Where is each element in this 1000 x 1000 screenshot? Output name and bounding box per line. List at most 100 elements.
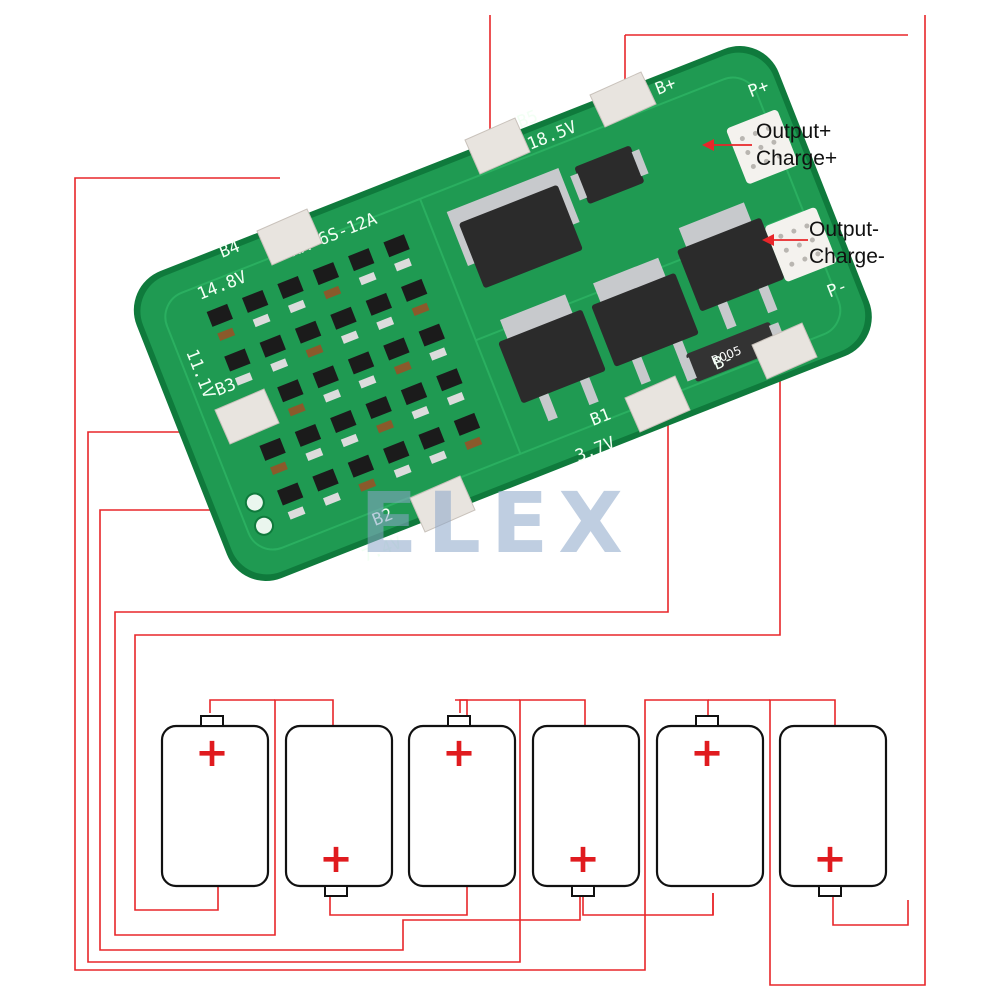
battery-terminal bbox=[447, 715, 471, 727]
watermark: ELEX bbox=[360, 474, 633, 572]
smd-resistor bbox=[305, 447, 324, 462]
battery-cell-5: + bbox=[655, 715, 765, 888]
smd-chip bbox=[383, 234, 410, 258]
battery-terminal bbox=[200, 715, 224, 727]
smd-resistor bbox=[323, 285, 342, 300]
smd-chip bbox=[330, 410, 357, 433]
positive-sign: + bbox=[319, 836, 353, 882]
smd-resistor bbox=[446, 392, 465, 406]
smd-chip bbox=[224, 348, 251, 372]
mosfet-2 bbox=[498, 294, 606, 422]
wire-link-4 bbox=[582, 893, 714, 916]
smd-resistor bbox=[394, 258, 412, 272]
callout-positive: Output+ Charge+ bbox=[702, 120, 837, 170]
battery-terminal bbox=[324, 885, 348, 897]
smd-resistor bbox=[393, 361, 412, 375]
smd-resistor bbox=[358, 375, 377, 389]
wire-b5-bottom bbox=[832, 893, 909, 926]
smd-resistor bbox=[323, 389, 342, 403]
smd-chip bbox=[418, 323, 445, 347]
positive-sign: + bbox=[690, 730, 724, 776]
positive-sign: + bbox=[566, 836, 600, 882]
smd-resistor bbox=[411, 302, 430, 317]
smd-resistor bbox=[305, 344, 324, 358]
smd-chip bbox=[383, 337, 410, 361]
smd-chip bbox=[259, 437, 286, 461]
wire-bminus bbox=[134, 350, 781, 911]
smd-chip bbox=[418, 426, 445, 450]
battery-cell-6: + bbox=[778, 724, 888, 897]
battery-terminal bbox=[818, 885, 842, 897]
smd-components bbox=[206, 234, 483, 520]
battery-terminal bbox=[571, 885, 595, 897]
smd-chip bbox=[347, 351, 375, 375]
battery-cell-2: + bbox=[284, 724, 394, 897]
mosfets bbox=[446, 146, 784, 422]
p-plus-terminal bbox=[726, 110, 798, 184]
smd-resistor bbox=[411, 405, 430, 420]
mosfet-1 bbox=[446, 168, 583, 288]
wire-b1 bbox=[114, 405, 669, 936]
shunt-resistor: R005 bbox=[679, 322, 787, 382]
mosfet-3 bbox=[591, 257, 699, 385]
smd-chip bbox=[277, 482, 304, 506]
pads: B+ B5 18.5V B4 14.8V B3 11.1V B2 7.4V B1… bbox=[181, 71, 818, 567]
wire-b2 bbox=[99, 509, 581, 951]
smd-chip bbox=[294, 423, 322, 447]
smd-chip bbox=[312, 468, 339, 492]
diode bbox=[570, 146, 649, 204]
smd-chip bbox=[294, 320, 322, 344]
smd-resistor bbox=[252, 313, 271, 328]
smd-chip bbox=[259, 334, 286, 358]
smd-chip bbox=[330, 306, 357, 330]
battery-cell-3: + bbox=[407, 715, 517, 888]
battery-terminal bbox=[695, 715, 719, 727]
smd-resistor bbox=[287, 506, 306, 520]
positive-sign: + bbox=[442, 730, 476, 776]
smd-resistor bbox=[287, 403, 306, 417]
callout-negative: Output- Charge- bbox=[762, 218, 885, 268]
smd-chip bbox=[347, 454, 375, 478]
smd-chip bbox=[401, 278, 428, 302]
positive-sign: + bbox=[195, 730, 229, 776]
smd-chip bbox=[400, 382, 428, 406]
smd-chip bbox=[312, 365, 339, 389]
smd-chip bbox=[206, 303, 233, 327]
smd-chip bbox=[383, 440, 410, 464]
smd-chip bbox=[277, 276, 304, 299]
mosfet-4 bbox=[677, 202, 784, 330]
smd-resistor bbox=[340, 330, 359, 344]
smd-resistor bbox=[270, 461, 288, 475]
smd-resistor bbox=[340, 433, 359, 448]
smd-chip bbox=[277, 379, 304, 403]
smd-chip bbox=[241, 289, 269, 313]
smd-resistor bbox=[323, 492, 341, 506]
smd-resistor bbox=[358, 478, 377, 492]
callout-positive-line2: Charge+ bbox=[756, 147, 837, 170]
pcb-surface bbox=[140, 52, 866, 575]
wire-bplus bbox=[769, 15, 926, 986]
battery-cells: + + + + + + bbox=[160, 715, 888, 897]
smd-resistor bbox=[429, 450, 447, 464]
p-minus-terminal bbox=[765, 207, 837, 282]
smd-resistor bbox=[358, 271, 377, 286]
smd-resistor bbox=[217, 327, 236, 341]
wire-link-1 bbox=[209, 699, 275, 713]
smd-chip bbox=[436, 368, 463, 392]
callout-negative-line2: Charge- bbox=[809, 245, 885, 268]
smd-chip bbox=[365, 396, 392, 420]
smd-resistor bbox=[376, 316, 395, 330]
smd-chip bbox=[365, 292, 392, 316]
battery-cell-1: + bbox=[160, 715, 270, 888]
smd-resistor bbox=[429, 347, 448, 361]
callout-positive-line1: Output+ bbox=[756, 120, 831, 143]
smd-resistor bbox=[393, 464, 412, 478]
mounting-holes bbox=[244, 492, 275, 536]
smd-chip bbox=[453, 412, 481, 436]
smd-resistor bbox=[234, 372, 253, 386]
battery-cell-4: + bbox=[531, 724, 641, 897]
smd-chip bbox=[348, 248, 375, 272]
smd-resistor bbox=[288, 299, 306, 314]
smd-chip bbox=[312, 262, 340, 286]
